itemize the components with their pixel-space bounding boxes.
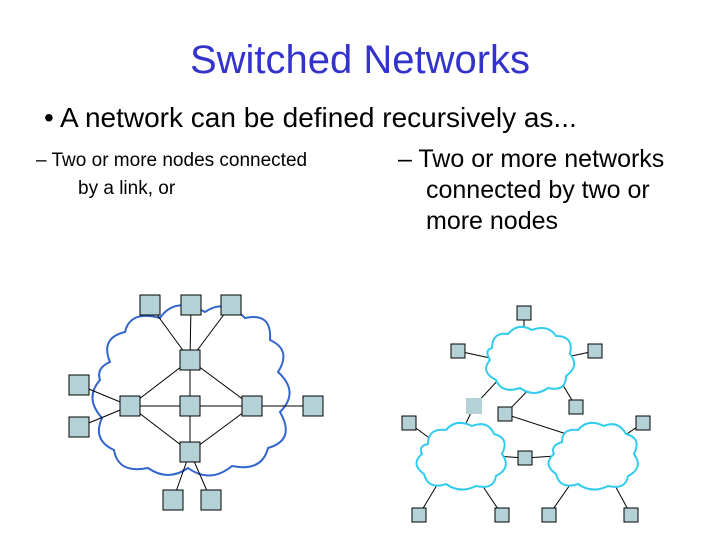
left-network: [68, 294, 324, 511]
node: [220, 294, 242, 316]
node: [180, 294, 202, 316]
node: [623, 507, 639, 523]
node: [139, 294, 161, 316]
sub-bullet-right-text: – Two or more networks connected by two …: [398, 145, 665, 235]
right-network: [401, 305, 651, 523]
cloud-top: [485, 325, 576, 394]
switch-node: [179, 349, 201, 371]
node: [200, 489, 222, 511]
node: [494, 507, 510, 523]
switch-node: [179, 441, 201, 463]
node: [516, 305, 532, 321]
node: [517, 450, 533, 466]
bullet-main: • A network can be defined recursively a…: [44, 102, 577, 133]
switch-node: [119, 395, 141, 417]
slide-title: Switched Networks: [189, 38, 531, 82]
node: [68, 374, 90, 396]
cloud-bottom-left: [415, 421, 507, 491]
node: [162, 489, 184, 511]
right-nodes: [401, 305, 651, 523]
node: [450, 343, 466, 359]
sub-bullet-left: – Two or more nodes connected by a link,…: [36, 147, 316, 203]
node: [68, 416, 90, 438]
node: [411, 507, 427, 523]
switch-node: [179, 395, 201, 417]
switch-node: [241, 395, 263, 417]
node: [541, 507, 557, 523]
node: [401, 415, 417, 431]
node: [587, 343, 603, 359]
node: [497, 406, 513, 422]
cloud-bottom-right: [547, 421, 639, 491]
gateway-node: [466, 398, 482, 414]
sub-bullet-left-text: – Two or more nodes connected by a link,…: [36, 150, 308, 199]
node: [635, 415, 651, 431]
sub-bullet-right: – Two or more networks connected by two …: [398, 144, 698, 237]
node: [568, 399, 584, 415]
left-nodes: [68, 294, 324, 511]
node: [302, 395, 324, 417]
left-cloud: [91, 304, 291, 477]
